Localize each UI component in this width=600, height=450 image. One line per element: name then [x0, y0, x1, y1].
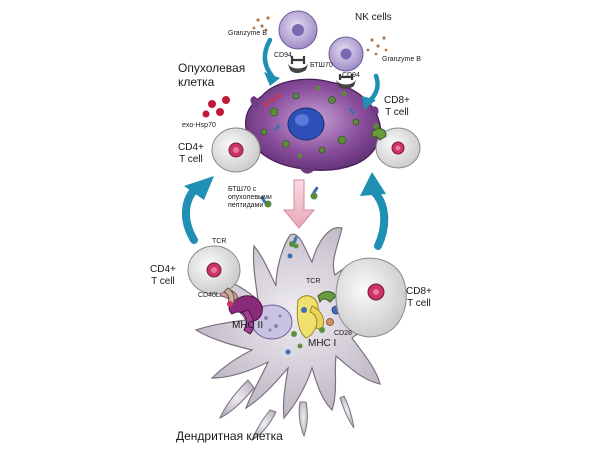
cd8-bottom-label: CD8+ T cell [406, 286, 432, 309]
cd8-bottom-label-line1: CD8+ [406, 286, 432, 297]
cd4-t-cell-bottom [187, 245, 241, 307]
granzyme-right-label: Granzyme B [382, 56, 421, 63]
btsh70-top-label: БТШ70 [310, 62, 333, 69]
cd8-t-cell-bottom [335, 257, 407, 338]
nk-cell-left [278, 10, 318, 73]
cd4-top-label-line2: T cell [179, 153, 203, 165]
btsh70-peptides-line1: БТШ70 с [228, 186, 257, 193]
nk-to-tumor-arrows [262, 37, 380, 110]
btsh70-peptides-label: БТШ70 с опухолевыми пептидами [228, 186, 272, 210]
mhc-ii-label: MHC II [232, 320, 264, 331]
dendritic-cell-label: Дендритная клетка [176, 429, 283, 443]
nk-cells-label: NK cells [355, 12, 392, 23]
cd4-bottom-label: CD4+ T cell [150, 264, 176, 287]
mhc-ii-receptor [228, 295, 263, 335]
tcr-left-label: TCR [212, 238, 227, 245]
hsp70-peptide-complexes [260, 186, 319, 247]
cd40l-label: CD40L [198, 292, 220, 299]
cd8-top-label: CD8+ T cell [384, 95, 410, 118]
cd8-t-cell-top [371, 123, 421, 169]
cd4-top-label: CD4+ T cell [178, 142, 204, 165]
tumor-cell [244, 78, 382, 174]
cd8-top-label-line2: T cell [385, 106, 409, 118]
cd4-bottom-label-line1: CD4+ [150, 264, 176, 275]
cd94-left-label: CD94 [274, 52, 292, 59]
btsh70-peptides-line2: опухолевыми [228, 194, 272, 202]
mhc-i-receptor [296, 295, 325, 339]
granzyme-b-particles [252, 16, 388, 56]
tumor-cell-label: Опухолевая клетка [178, 61, 246, 90]
btsh70-peptides-line3: пептидами [228, 202, 264, 210]
antigen-downward-arrow [282, 179, 316, 229]
cd28-label: CD28 [334, 330, 352, 337]
tumor-cell-label-line2: клетка [178, 74, 215, 89]
tumor-cell-label-line1: Опухолевая [178, 61, 246, 75]
cd8-bottom-label-line2: T cell [407, 297, 431, 309]
exo-hsp70-label: exo-Hsp70 [182, 122, 216, 129]
mhc-i-label: MHC I [308, 338, 337, 349]
cd4-upward-arrow [182, 176, 214, 244]
cd4-bottom-label-line2: T cell [151, 275, 175, 287]
cd4-t-cell-top [211, 127, 261, 173]
tcr-right-label: TCR [306, 278, 321, 285]
cd8-top-label-line1: CD8+ [384, 95, 410, 106]
exo-hsp70-particles [202, 96, 230, 118]
granzyme-left-label: Granzyme B [228, 30, 267, 37]
nk-cell-right [328, 36, 364, 89]
cd8-upward-arrow [360, 172, 389, 250]
cd94-right-label: CD94 [342, 72, 360, 79]
cd4-top-label-line1: CD4+ [178, 142, 204, 153]
